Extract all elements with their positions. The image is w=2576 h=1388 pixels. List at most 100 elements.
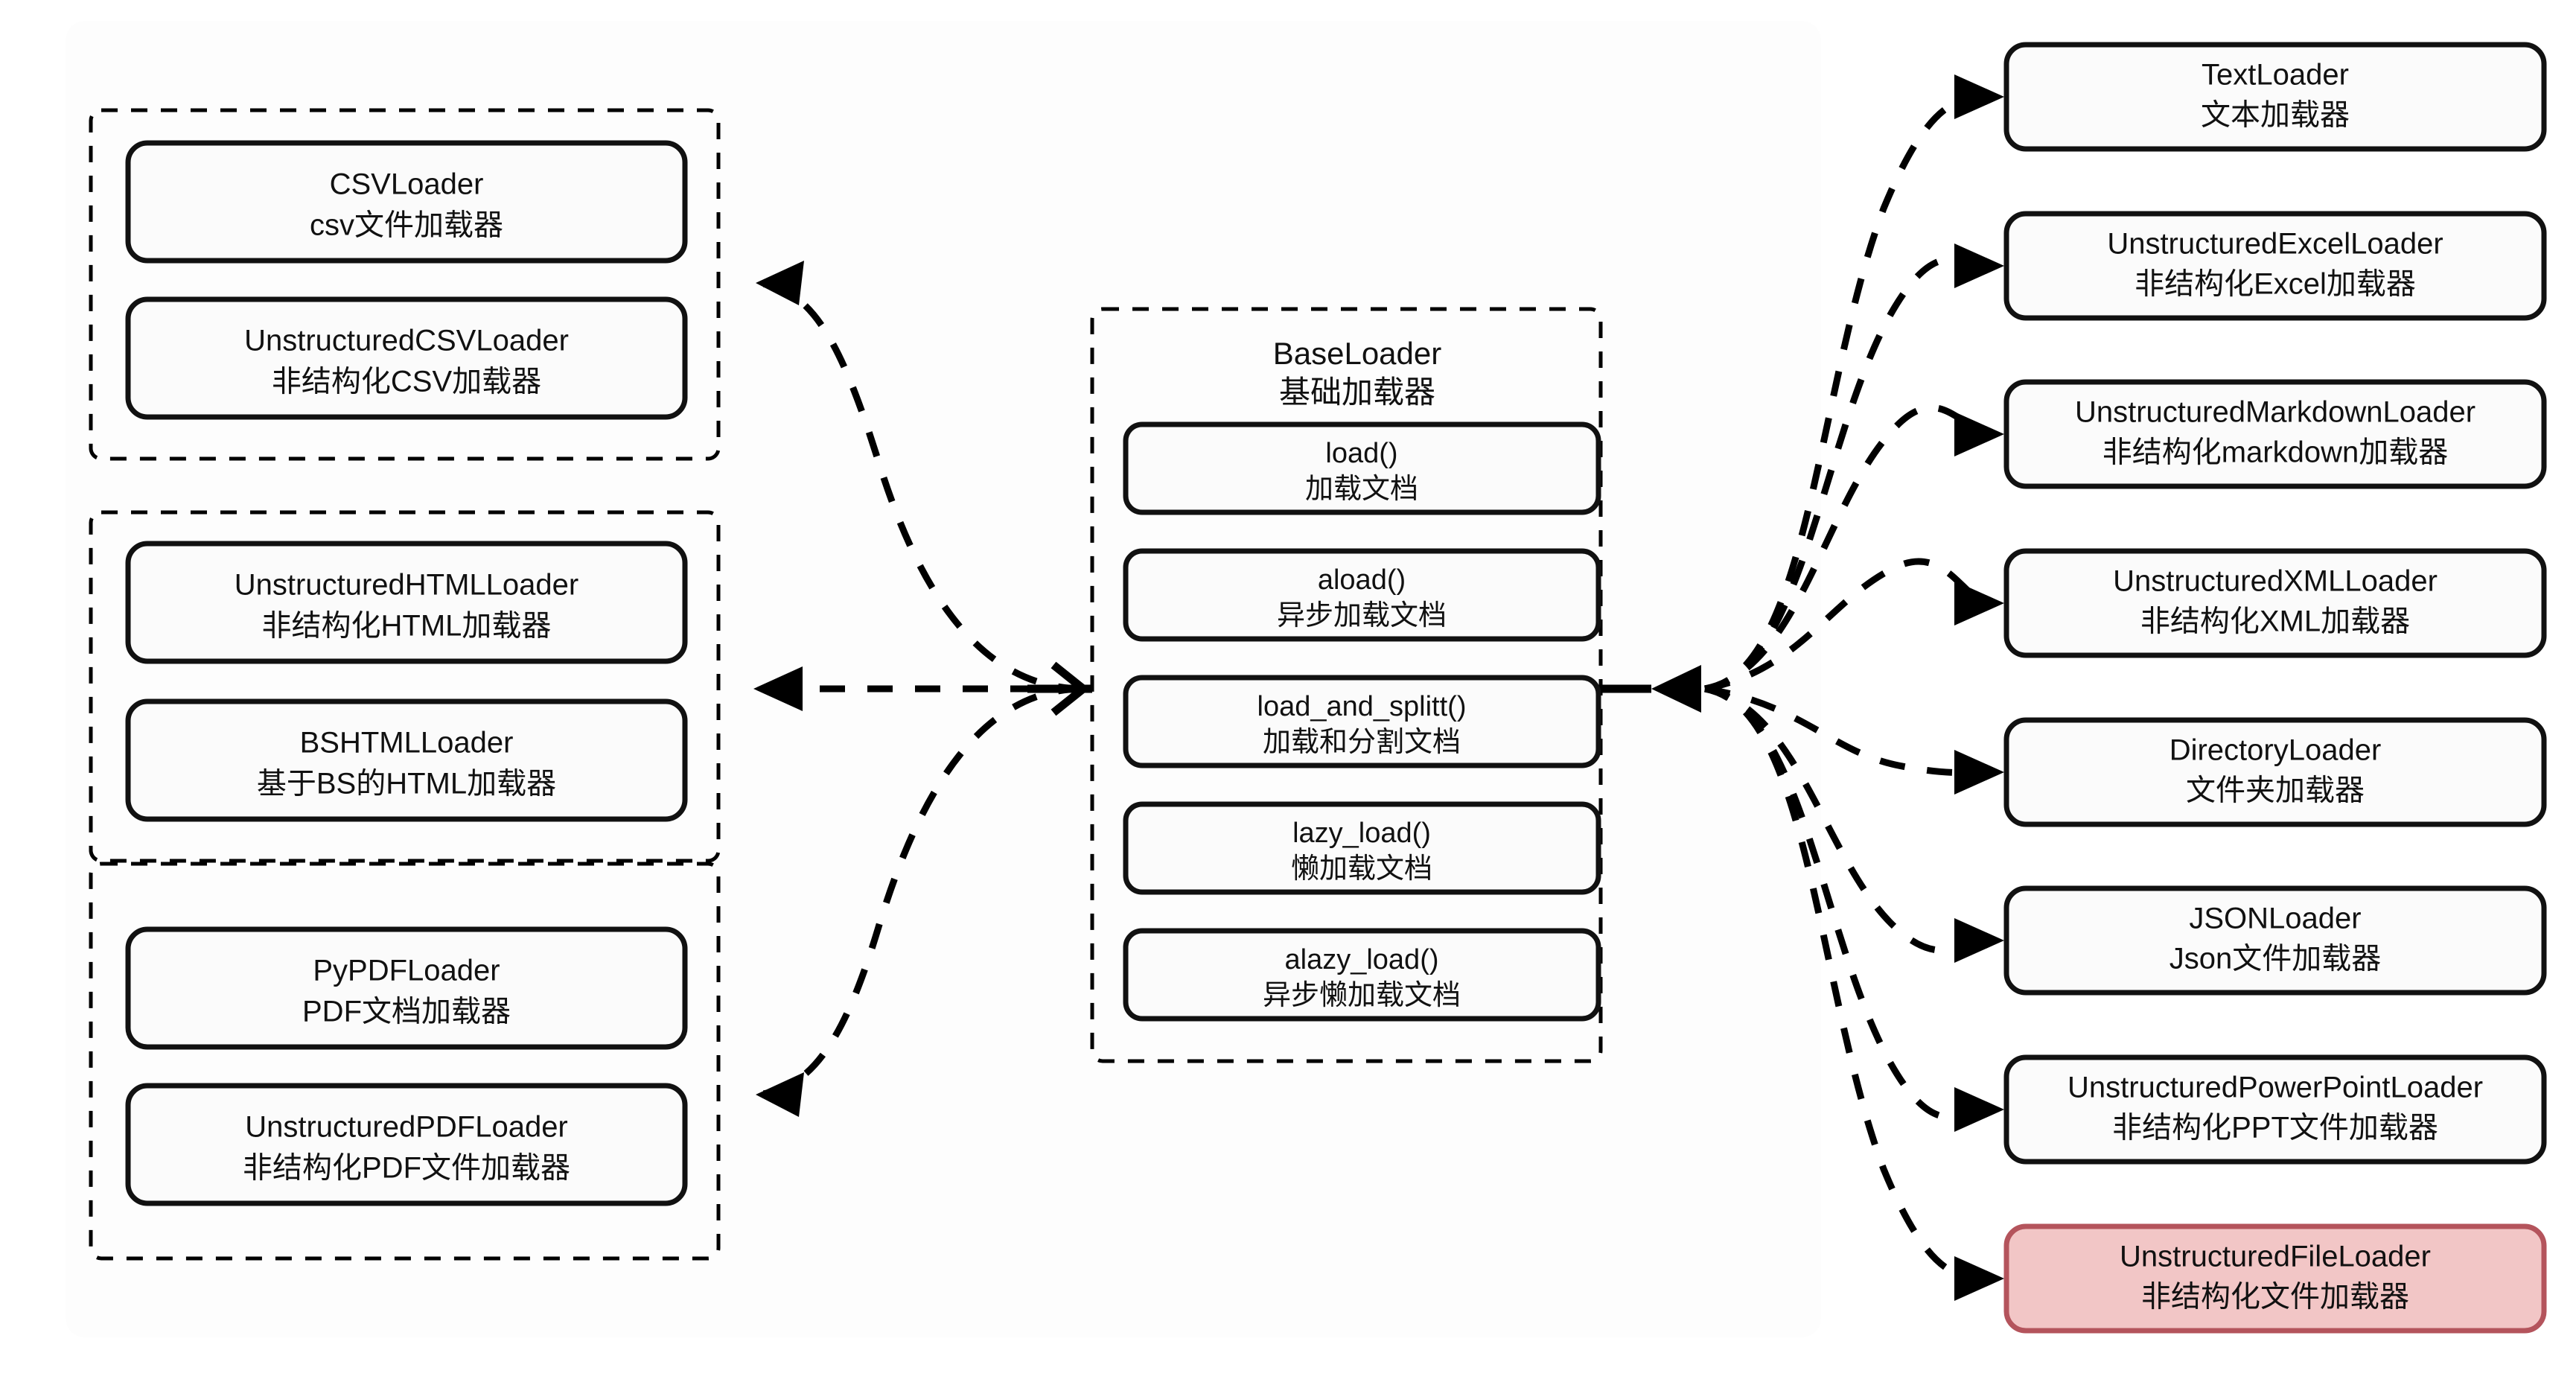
node-subtitle: 非结构化文件加载器 xyxy=(2141,1281,2409,1314)
node-textloader[interactable]: TextLoader 文本加载器 xyxy=(2003,42,2547,152)
method-title: aload() xyxy=(1318,564,1406,596)
node-unstructuredpowerpointloader[interactable]: UnstructuredPowerPointLoader 非结构化PPT文件加载… xyxy=(2003,1054,2547,1165)
node-box[interactable] xyxy=(2003,717,2547,827)
arrowhead-into-baseloader xyxy=(1651,665,1701,713)
node-subtitle: 非结构化HTML加载器 xyxy=(262,610,552,643)
node-title: PyPDFLoader xyxy=(313,955,500,987)
node-unstructuredfileloader[interactable]: UnstructuredFileLoader 非结构化文件加载器 xyxy=(2003,1223,2547,1334)
node-title: UnstructuredFileLoader xyxy=(2120,1241,2431,1273)
baseloader-title: BaseLoader xyxy=(1273,336,1442,371)
arrowhead-fileloader xyxy=(1954,1256,2004,1301)
node-box-highlighted[interactable] xyxy=(2003,1223,2547,1334)
left-group-html: UnstructuredHTMLLoader 非结构化HTML加载器 BSHTM… xyxy=(89,510,721,863)
node-box[interactable] xyxy=(2003,211,2547,321)
method-title: alazy_load() xyxy=(1285,944,1439,975)
node-subtitle: PDF文档加载器 xyxy=(302,996,511,1028)
node-jsonloader[interactable]: JSONLoader Json文件加载器 xyxy=(2003,885,2547,996)
node-unstructuredcsvloader[interactable]: UnstructuredCSVLoader 非结构化CSV加载器 xyxy=(125,296,688,420)
node-unstructuredexcelloader[interactable]: UnstructuredExcelLoader 非结构化Excel加载器 xyxy=(2003,211,2547,321)
method-title: lazy_load() xyxy=(1292,818,1431,849)
method-load[interactable]: load() 加载文档 xyxy=(1123,421,1601,515)
node-box[interactable] xyxy=(125,698,688,822)
method-box[interactable] xyxy=(1123,801,1601,895)
center-baseloader: BaseLoader 基础加载器 load() 加载文档 aload() 异步加… xyxy=(1090,307,1603,1063)
node-subtitle: 非结构化XML加载器 xyxy=(2140,605,2410,638)
edge-to-csv-group xyxy=(755,279,1084,693)
node-subtitle: 非结构化PDF文件加载器 xyxy=(243,1152,570,1185)
node-box[interactable] xyxy=(2003,885,2547,996)
node-subtitle: 基于BS的HTML加载器 xyxy=(257,768,556,800)
node-bshtmlloader[interactable]: BSHTMLLoader 基于BS的HTML加载器 xyxy=(125,698,688,822)
method-box[interactable] xyxy=(1123,421,1601,515)
method-subtitle: 异步加载文档 xyxy=(1277,600,1447,631)
node-subtitle: Json文件加载器 xyxy=(2169,943,2382,975)
node-title: UnstructuredExcelLoader xyxy=(2107,228,2443,261)
node-subtitle: 非结构化CSV加载器 xyxy=(272,366,541,398)
node-title: UnstructuredHTMLLoader xyxy=(235,569,578,602)
node-box[interactable] xyxy=(125,541,688,664)
method-subtitle: 懒加载文档 xyxy=(1291,853,1432,885)
node-subtitle: 文本加载器 xyxy=(2201,99,2350,132)
left-group-pdf: PyPDFLoader PDF文档加载器 UnstructuredPDFLoad… xyxy=(89,862,721,1261)
edges-right xyxy=(1601,74,2004,1301)
method-aload[interactable]: aload() 异步加载文档 xyxy=(1123,548,1601,642)
html-group-container xyxy=(89,510,721,863)
node-title: CSVLoader xyxy=(330,168,484,201)
method-box[interactable] xyxy=(1123,928,1601,1022)
node-subtitle: 非结构化Excel加载器 xyxy=(2135,268,2416,301)
csv-group-container xyxy=(89,108,721,461)
node-title: BSHTMLLoader xyxy=(300,727,514,760)
arrowhead-jsonloader xyxy=(1954,918,2004,963)
node-unstructuredpdfloader[interactable]: UnstructuredPDFLoader 非结构化PDF文件加载器 xyxy=(125,1083,688,1206)
node-title: UnstructuredPDFLoader xyxy=(245,1111,568,1144)
node-box[interactable] xyxy=(2003,379,2547,489)
node-title: JSONLoader xyxy=(2189,902,2361,935)
node-box[interactable] xyxy=(125,140,688,264)
node-box[interactable] xyxy=(125,296,688,420)
method-subtitle: 加载和分割文档 xyxy=(1263,727,1461,758)
node-box[interactable] xyxy=(2003,1054,2547,1165)
node-unstructuredmarkdownloader[interactable]: UnstructuredMarkdownLoader 非结构化markdown加… xyxy=(2003,379,2547,489)
method-title: load() xyxy=(1325,438,1397,469)
node-title: UnstructuredPowerPointLoader xyxy=(2068,1072,2483,1104)
node-directoryloader[interactable]: DirectoryLoader 文件夹加载器 xyxy=(2003,717,2547,827)
arrowhead-html xyxy=(753,666,803,711)
method-load-and-splitt[interactable]: load_and_splitt() 加载和分割文档 xyxy=(1123,675,1601,768)
arrowhead-directoryloader xyxy=(1954,750,2004,795)
method-alazy-load[interactable]: alazy_load() 异步懒加载文档 xyxy=(1123,928,1601,1022)
node-title: UnstructuredCSVLoader xyxy=(244,325,569,357)
arrowhead-pdf xyxy=(756,1072,804,1117)
edge-to-directoryloader xyxy=(1704,685,1990,777)
arrowhead-csv xyxy=(756,261,804,305)
method-box[interactable] xyxy=(1123,675,1601,768)
node-box[interactable] xyxy=(2003,42,2547,152)
node-subtitle: 文件夹加载器 xyxy=(2186,774,2365,807)
node-pypdfloader[interactable]: PyPDFLoader PDF文档加载器 xyxy=(125,926,688,1050)
method-lazy-load[interactable]: lazy_load() 懒加载文档 xyxy=(1123,801,1601,895)
arrowhead-powerpointloader xyxy=(1954,1087,2004,1132)
edge-to-powerpointloader xyxy=(1704,685,1990,1121)
node-box[interactable] xyxy=(2003,548,2547,658)
arrowhead-xmlloader xyxy=(1954,581,2004,625)
method-title: load_and_splitt() xyxy=(1257,691,1467,722)
node-title: UnstructuredXMLLoader xyxy=(2113,565,2438,598)
node-title: TextLoader xyxy=(2202,59,2349,92)
node-subtitle: csv文件加载器 xyxy=(310,209,503,242)
node-box[interactable] xyxy=(125,1083,688,1206)
node-unstructuredhtmlloader[interactable]: UnstructuredHTMLLoader 非结构化HTML加载器 xyxy=(125,541,688,664)
edge-to-excelloader xyxy=(1704,255,1990,693)
method-box[interactable] xyxy=(1123,548,1601,642)
arrowhead-markdownloader xyxy=(1954,412,2004,456)
node-title: UnstructuredMarkdownLoader xyxy=(2075,396,2475,429)
arrowhead-excelloader xyxy=(1954,243,2004,288)
left-group-csv: CSVLoader csv文件加载器 UnstructuredCSVLoader… xyxy=(89,108,721,461)
arrowhead-textloader xyxy=(1954,74,2004,119)
node-csvloader[interactable]: CSVLoader csv文件加载器 xyxy=(125,140,688,264)
edge-to-pdf-group xyxy=(755,685,1084,1098)
node-subtitle: 非结构化markdown加载器 xyxy=(2102,436,2449,469)
node-unstructuredxmlloader[interactable]: UnstructuredXMLLoader 非结构化XML加载器 xyxy=(2003,548,2547,658)
node-box[interactable] xyxy=(125,926,688,1050)
method-subtitle: 异步懒加载文档 xyxy=(1263,980,1461,1011)
pdf-group-container xyxy=(89,862,721,1261)
